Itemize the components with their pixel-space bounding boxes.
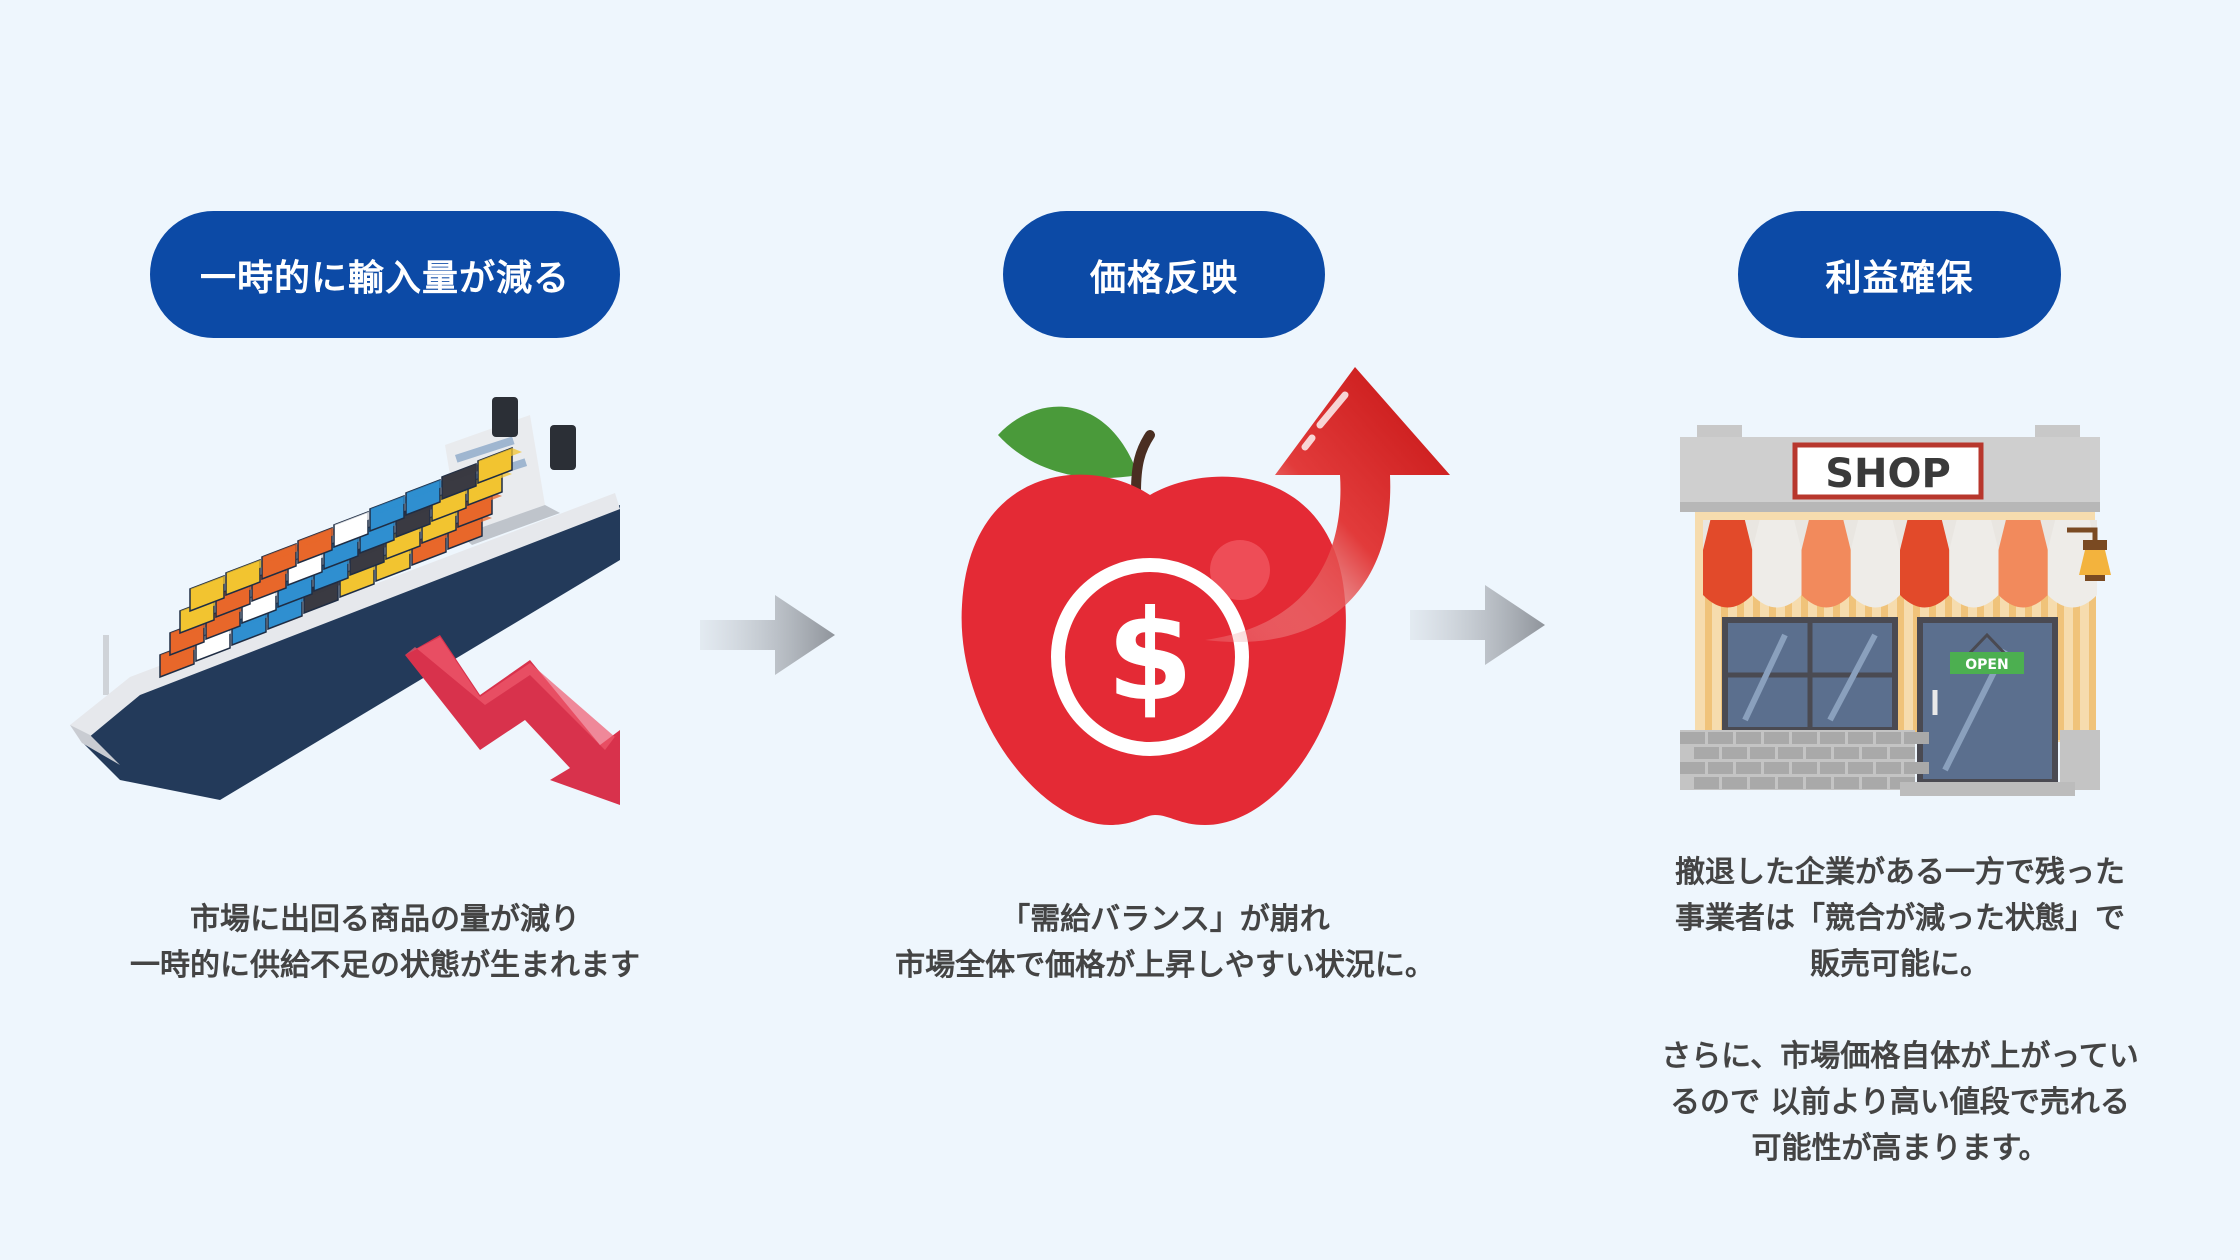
description-line: さらに、市場価格自体が上がってい [1661,1039,2139,1074]
description-line: 「需給バランス」が崩れ [1000,902,1330,937]
cargo-ship-icon [70,397,620,805]
shop-storefront-icon: SHOP OPEN [1680,425,2111,796]
step-3-title: 利益確保 [1738,211,2061,338]
description-line: 可能性が高まります。 [1751,1131,2049,1166]
paragraph-gap [1600,988,2200,1034]
step-3-description: 撤退した企業がある一方で残った 事業者は「競合が減った状態」で 販売可能に。 さ… [1600,850,2200,1172]
door-open-sign: OPEN [1965,657,2008,673]
description-line: 撤退した企業がある一方で残った [1675,855,2125,890]
description-line: 市場に出回る商品の量が減り [190,902,580,937]
description-line: 市場全体で価格が上昇しやすい状況に。 [895,948,1435,983]
description-line: るので 以前より高い値段で売れる [1670,1085,2130,1120]
step-1-description: 市場に出回る商品の量が減り 一時的に供給不足の状態が生まれます [70,897,700,989]
step-2-title: 価格反映 [1003,211,1325,338]
shop-sign: SHOP [1825,451,1951,497]
apple-dollar-icon: $ [961,367,1450,825]
description-line: 販売可能に。 [1810,947,1990,982]
arrow-right-icon [700,595,835,675]
arrow-right-icon [1410,585,1545,665]
step-1-title: 一時的に輸入量が減る [150,211,620,338]
description-line: 一時的に供給不足の状態が生まれます [130,948,640,983]
svg-text:$: $ [1107,584,1194,729]
step-2-description: 「需給バランス」が崩れ 市場全体で価格が上昇しやすい状況に。 [830,897,1500,989]
description-line: 事業者は「競合が減った状態」で [1675,901,2125,936]
